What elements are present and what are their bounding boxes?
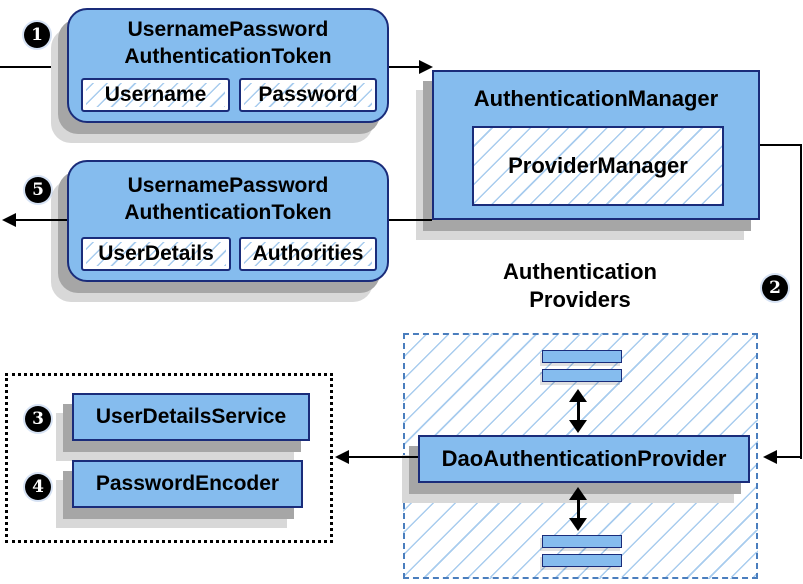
password-encoder-box: PasswordEncoder [72,460,303,508]
user-details-service-box: UserDetailsService [72,393,310,441]
provider-slot-bar [542,535,622,548]
step-5-marker: 5 [25,177,51,203]
dao-authentication-provider-box: DaoAuthenticationProvider [418,435,750,483]
request-token-title-line1: UsernamePassword [127,18,329,41]
response-token-title: UsernamePassword AuthenticationToken [69,172,387,226]
manager-to-response-line [389,219,432,221]
provider-slot-bar [542,554,622,567]
manager-to-provider-arrowhead-icon [763,450,777,464]
request-token-title: UsernamePassword AuthenticationToken [69,16,387,70]
step-2-marker: 2 [762,275,788,301]
authorities-field-box: Authorities [239,237,377,271]
token-to-manager-arrowhead-icon [419,60,433,74]
manager-to-provider-line-vertical [800,144,802,459]
response-token-box: UsernamePassword AuthenticationToken Use… [67,160,389,282]
password-field-box: Password [239,78,377,112]
manager-to-provider-line-bottom [765,456,802,458]
response-token-title-line2: AuthenticationToken [124,201,332,224]
userdetails-field-box: UserDetails [81,237,231,271]
incoming-request-line [0,66,67,68]
provider-manager-box: ProviderManager [472,126,724,206]
provider-slot-bar [542,350,622,363]
provider-link-double-arrow-icon [569,487,587,531]
username-field-box: Username [81,78,230,112]
provider-to-services-line [337,456,418,458]
token-to-manager-line [389,66,420,68]
authentication-manager-title: AuthenticationManager [473,86,719,111]
request-token-title-line2: AuthenticationToken [124,45,332,68]
step-3-marker: 3 [25,406,51,432]
step-4-marker: 4 [25,474,51,500]
provider-slot-bar [542,369,622,382]
provider-to-services-arrowhead-icon [335,450,349,464]
authentication-manager-box: AuthenticationManager ProviderManager [432,70,760,220]
manager-to-provider-line-top [760,144,802,146]
services-group-box [5,373,333,543]
authentication-providers-label-line2: Providers [529,287,631,312]
authentication-providers-label-line1: Authentication [503,259,657,284]
outgoing-response-line [14,219,67,221]
step-1-marker: 1 [24,22,50,48]
response-token-title-line1: UsernamePassword [127,174,329,197]
outgoing-response-arrowhead-icon [2,213,16,227]
request-token-box: UsernamePassword AuthenticationToken Use… [67,8,389,123]
provider-link-double-arrow-icon [569,389,587,433]
authentication-providers-label: Authentication Providers [455,258,705,314]
